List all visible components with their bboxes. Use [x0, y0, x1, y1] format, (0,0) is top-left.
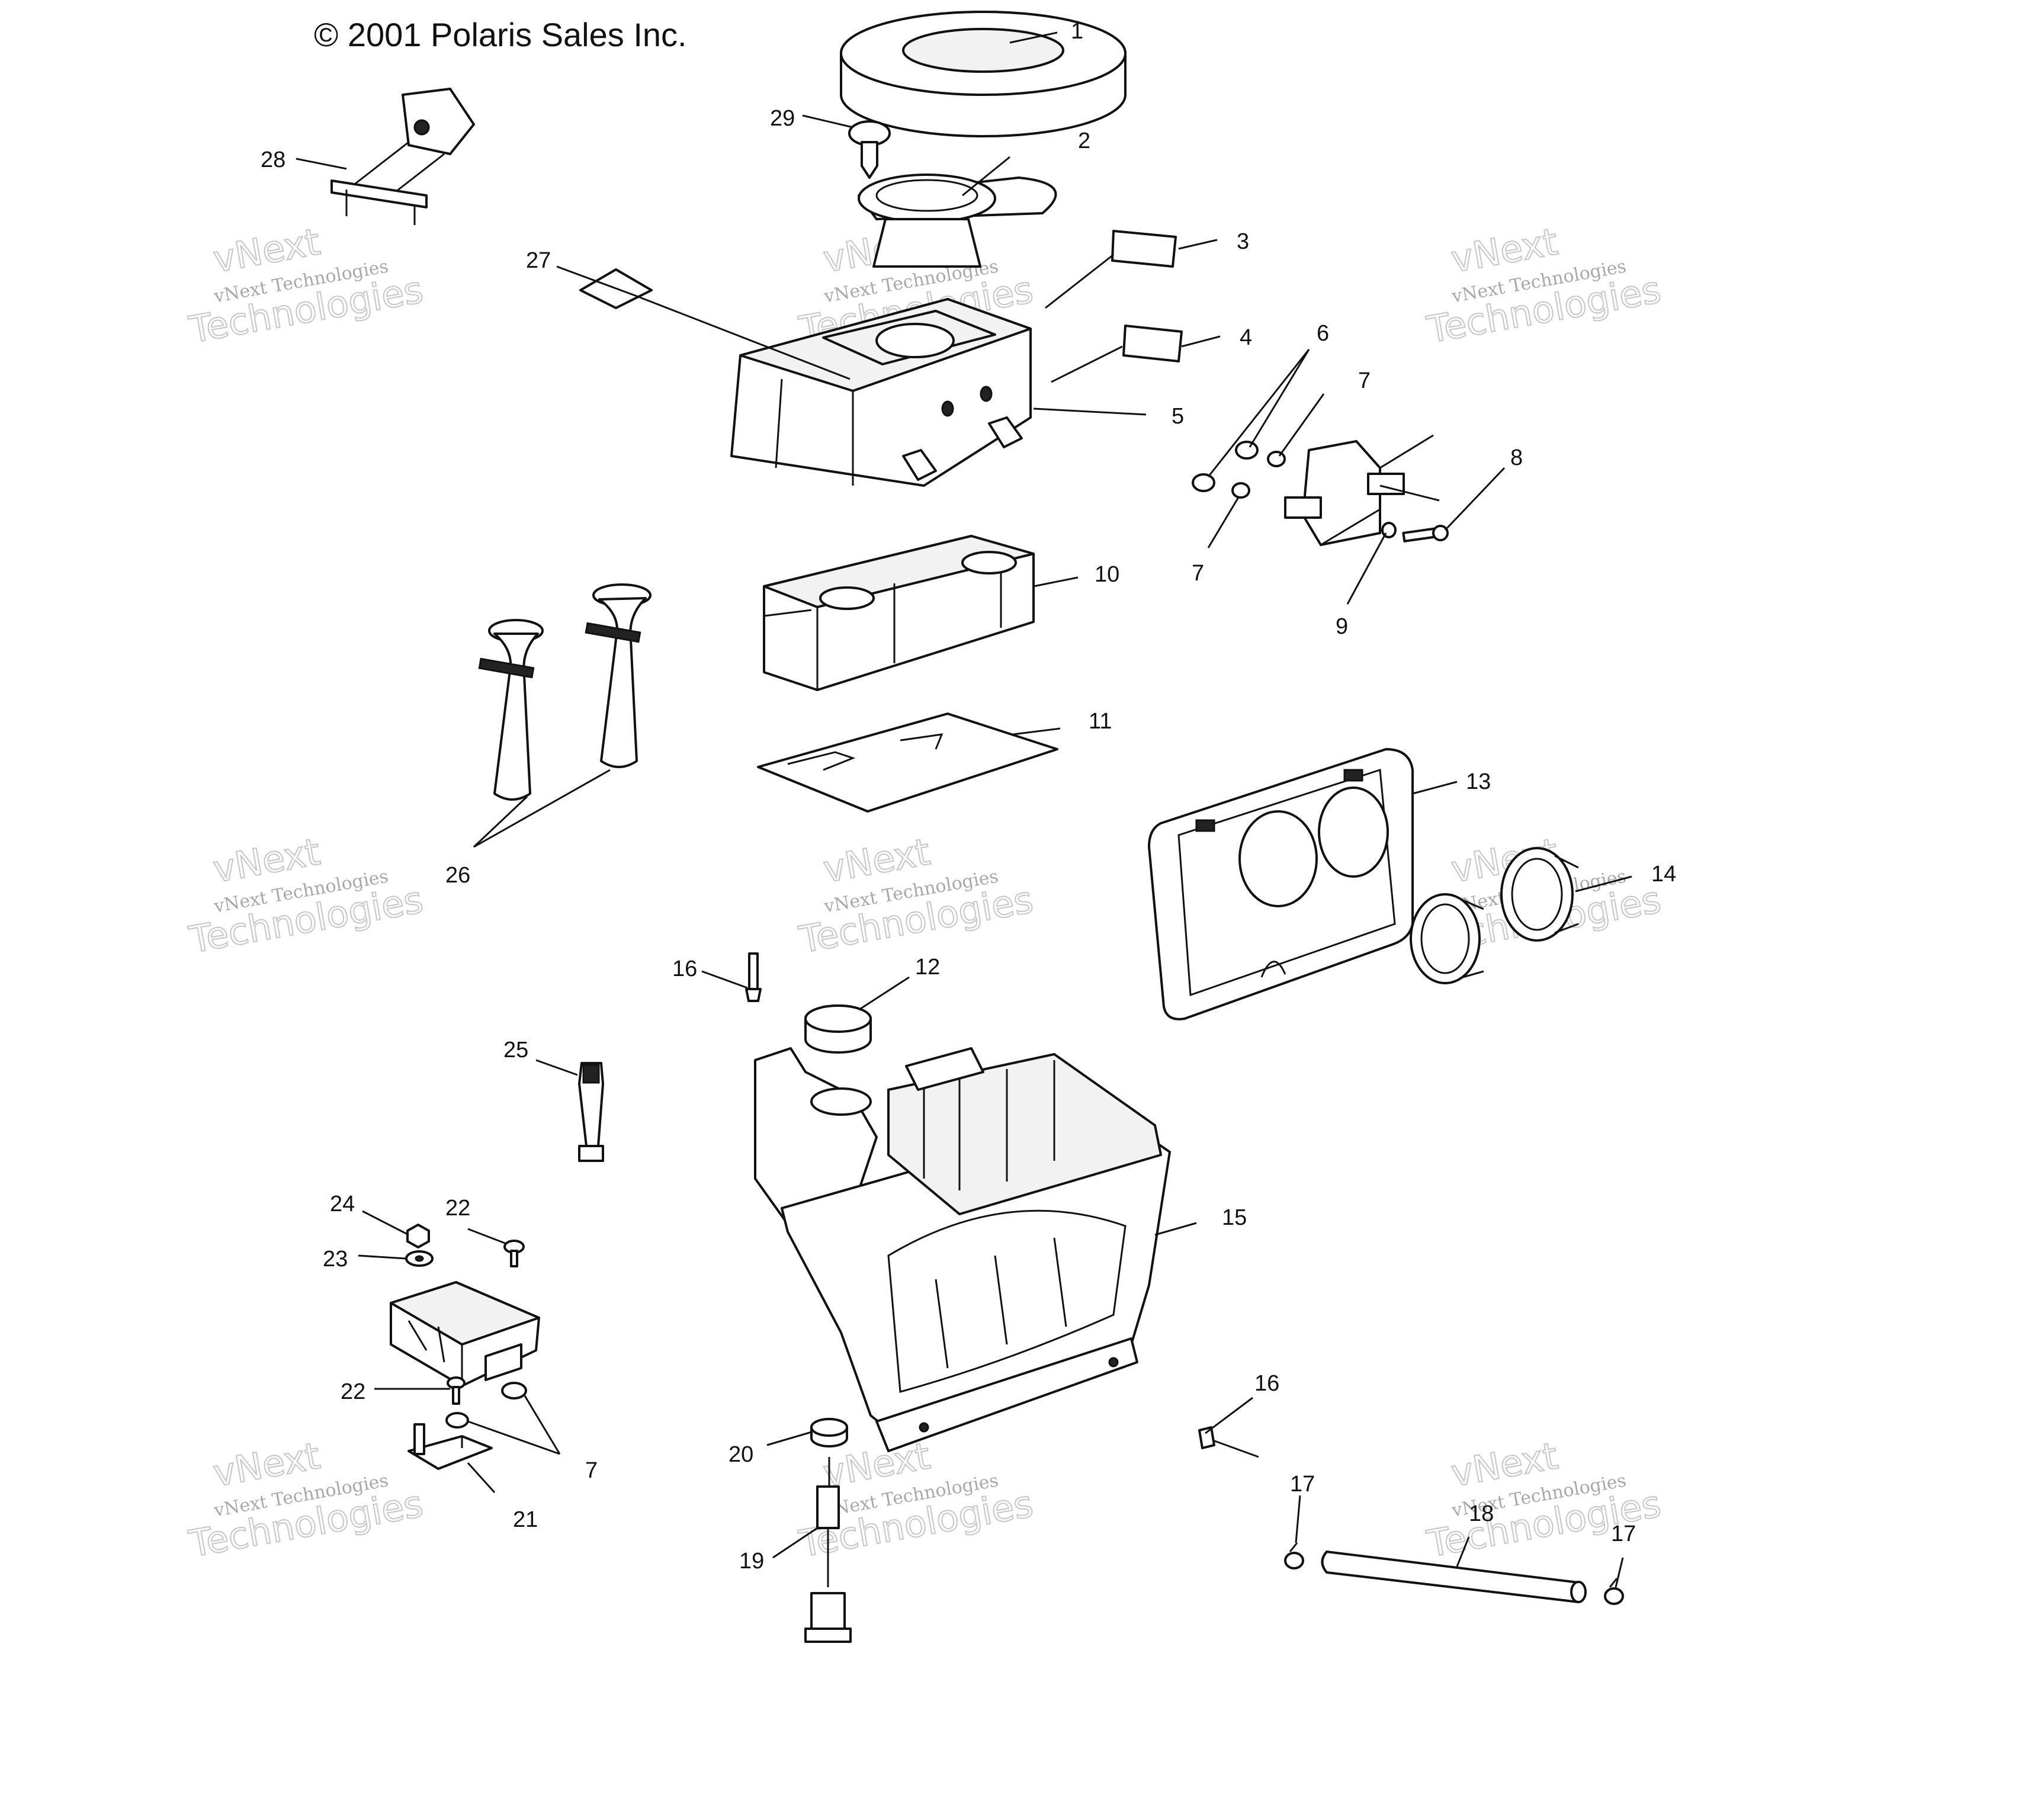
callout-9: 9 — [1336, 614, 1348, 639]
callout-7-lower: 7 — [585, 1458, 598, 1483]
part-screw-22-upper — [503, 1240, 525, 1267]
callout-15: 15 — [1222, 1205, 1247, 1230]
part-decal-3 — [1111, 230, 1177, 268]
callout-19: 19 — [739, 1549, 764, 1574]
part-hose-clamp-left — [1284, 1542, 1304, 1569]
leader-lines — [296, 31, 1632, 1588]
watermark-group-3: vNext vNext Technologies Technologies — [1423, 219, 1665, 352]
callout-26: 26 — [445, 863, 470, 888]
callout-24: 24 — [330, 1192, 355, 1216]
part-drain-sensor — [804, 1457, 852, 1643]
callout-4: 4 — [1240, 325, 1252, 350]
part-washer-23 — [405, 1250, 434, 1267]
callout-1: 1 — [1071, 19, 1083, 44]
part-screw-22-lower — [447, 1376, 466, 1405]
callout-23: 23 — [323, 1247, 348, 1272]
callout-5: 5 — [1172, 404, 1184, 429]
part-gasket — [757, 712, 1058, 813]
callout-17-right: 17 — [1611, 1522, 1636, 1546]
part-sensor-bracket — [330, 88, 475, 225]
callout-3: 3 — [1237, 229, 1249, 254]
part-strap — [578, 1062, 604, 1162]
callout-16-upper: 16 — [672, 956, 697, 981]
callout-28: 28 — [261, 147, 285, 172]
callout-18: 18 — [1469, 1501, 1494, 1526]
part-breather-hose — [1321, 1551, 1587, 1603]
callout-12: 12 — [915, 955, 940, 980]
callout-10: 10 — [1095, 562, 1119, 587]
watermark-group-4: vNext vNext Technologies Technologies — [185, 829, 427, 962]
part-push-pin — [848, 120, 891, 179]
part-washer-7-lower-b — [445, 1412, 469, 1429]
part-foam-filter — [763, 535, 1035, 691]
callout-2: 2 — [1078, 129, 1090, 153]
callout-6: 6 — [1317, 321, 1329, 346]
part-decal-4 — [1122, 325, 1183, 362]
callout-11: 11 — [1089, 709, 1112, 734]
callout-8: 8 — [1510, 445, 1523, 470]
part-airbox-lid — [1148, 748, 1414, 1020]
part-intake-funnel — [858, 174, 1057, 268]
callout-17-left: 17 — [1290, 1472, 1315, 1497]
callout-16-lower: 16 — [1254, 1371, 1279, 1396]
callout-7-upper: 7 — [1358, 368, 1371, 393]
part-washers-7 — [1231, 451, 1286, 499]
part-bushings-6 — [1192, 441, 1259, 492]
part-airbox-base — [754, 1047, 1171, 1452]
watermark-group-7: vNext vNext Technologies Technologies — [185, 1433, 427, 1566]
part-nut-24 — [406, 1224, 430, 1248]
callout-22-upper: 22 — [445, 1196, 470, 1221]
part-intake-boots — [1410, 847, 1579, 984]
part-bolt-8 — [1402, 525, 1449, 543]
part-mount-bracket-21 — [407, 1423, 493, 1470]
part-hose-clamp-right — [1604, 1578, 1624, 1605]
watermark-group-5: vNext vNext Technologies Technologies — [795, 829, 1037, 962]
copyright-text: © 2001 Polaris Sales Inc. — [314, 16, 687, 53]
part-rivet-lower — [1198, 1426, 1259, 1458]
callout-25: 25 — [503, 1038, 528, 1063]
callout-13: 13 — [1466, 769, 1491, 794]
part-fill-cap — [804, 1004, 872, 1054]
part-ignition-coil — [1284, 434, 1440, 546]
part-cdi-box — [390, 1281, 540, 1387]
part-airbox-cover — [730, 298, 1032, 487]
part-rivet-upper — [745, 952, 762, 1002]
callout-27: 27 — [526, 248, 551, 273]
part-grommet — [810, 1418, 848, 1447]
part-velocity-stacks — [478, 583, 652, 801]
callout-29: 29 — [770, 106, 795, 131]
callout-7-mid: 7 — [1192, 561, 1204, 586]
part-washer-7-lower-a — [501, 1382, 527, 1399]
callout-14: 14 — [1651, 862, 1676, 887]
callout-20: 20 — [729, 1442, 753, 1467]
callout-labels: 1 2 3 4 5 6 7 7 8 9 10 11 13 14 12 16 25… — [261, 19, 1676, 1574]
watermark-group-1: vNext vNext Technologies Technologies — [185, 219, 427, 352]
callout-21: 21 — [513, 1507, 538, 1532]
callout-22-lower: 22 — [341, 1379, 365, 1404]
